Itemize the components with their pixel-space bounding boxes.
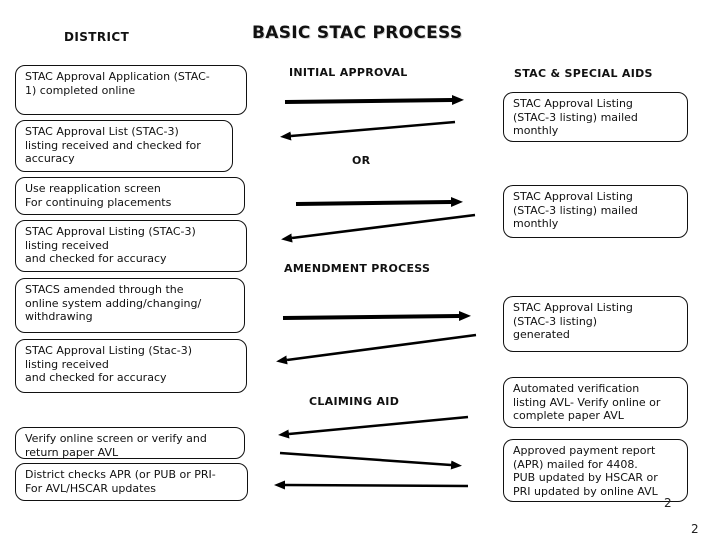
district-box-reapplication-screen: Use reapplication screen For continuing … [15, 177, 245, 215]
stac-box-listing-mailed-monthly-2: STAC Approval Listing (STAC-3 listing) m… [503, 185, 688, 238]
page-number: 2 [691, 522, 699, 536]
district-box-stac3-list-received: STAC Approval List (STAC-3) listing rece… [15, 120, 233, 172]
district-box-stac3-listing-checked-2: STAC Approval Listing (Stac-3) listing r… [15, 339, 247, 393]
arrow-initial-approval-left [280, 120, 456, 141]
stac-box-listing-generated: STAC Approval Listing (STAC-3 listing) g… [503, 296, 688, 352]
page-number-overlay: 2 [664, 496, 672, 510]
arrow-claiming-left-1 [278, 415, 469, 439]
stac-box-listing-mailed-monthly-1: STAC Approval Listing (STAC-3 listing) m… [503, 92, 688, 142]
arrow-claiming-left-2 [274, 480, 469, 490]
district-box-stacs-amended: STACS amended through the online system … [15, 278, 245, 333]
district-box-checks-apr: District checks APR (or PUB or PRI- For … [15, 463, 248, 501]
arrow-initial-approval-right [284, 95, 464, 105]
stac-special-aids-header: STAC & SPECIAL AIDS [514, 67, 653, 80]
label-initial-approval: INITIAL APPROVAL [289, 66, 408, 79]
district-box-stac1-application: STAC Approval Application (STAC- 1) comp… [15, 65, 247, 115]
district-box-verify-online: Verify online screen or verify and retur… [15, 427, 245, 459]
label-or: OR [352, 154, 371, 167]
district-header: DISTRICT [64, 30, 130, 44]
label-amendment-process: AMENDMENT PROCESS [284, 262, 431, 275]
arrow-claiming-right [279, 451, 462, 470]
arrow-amendment-right [282, 311, 471, 321]
arrow-or-left [281, 213, 476, 243]
stac-box-approved-payment-report: Approved payment report (APR) mailed for… [503, 439, 688, 502]
district-box-stac3-listing-checked: STAC Approval Listing (STAC-3) listing r… [15, 220, 247, 272]
arrow-amendment-left [276, 333, 477, 365]
stac-box-automated-verification: Automated verification listing AVL- Veri… [503, 377, 688, 428]
slide-title: BASIC STAC PROCESS [252, 23, 463, 43]
label-claiming-aid: CLAIMING AID [309, 395, 400, 408]
arrow-or-right [295, 197, 463, 207]
